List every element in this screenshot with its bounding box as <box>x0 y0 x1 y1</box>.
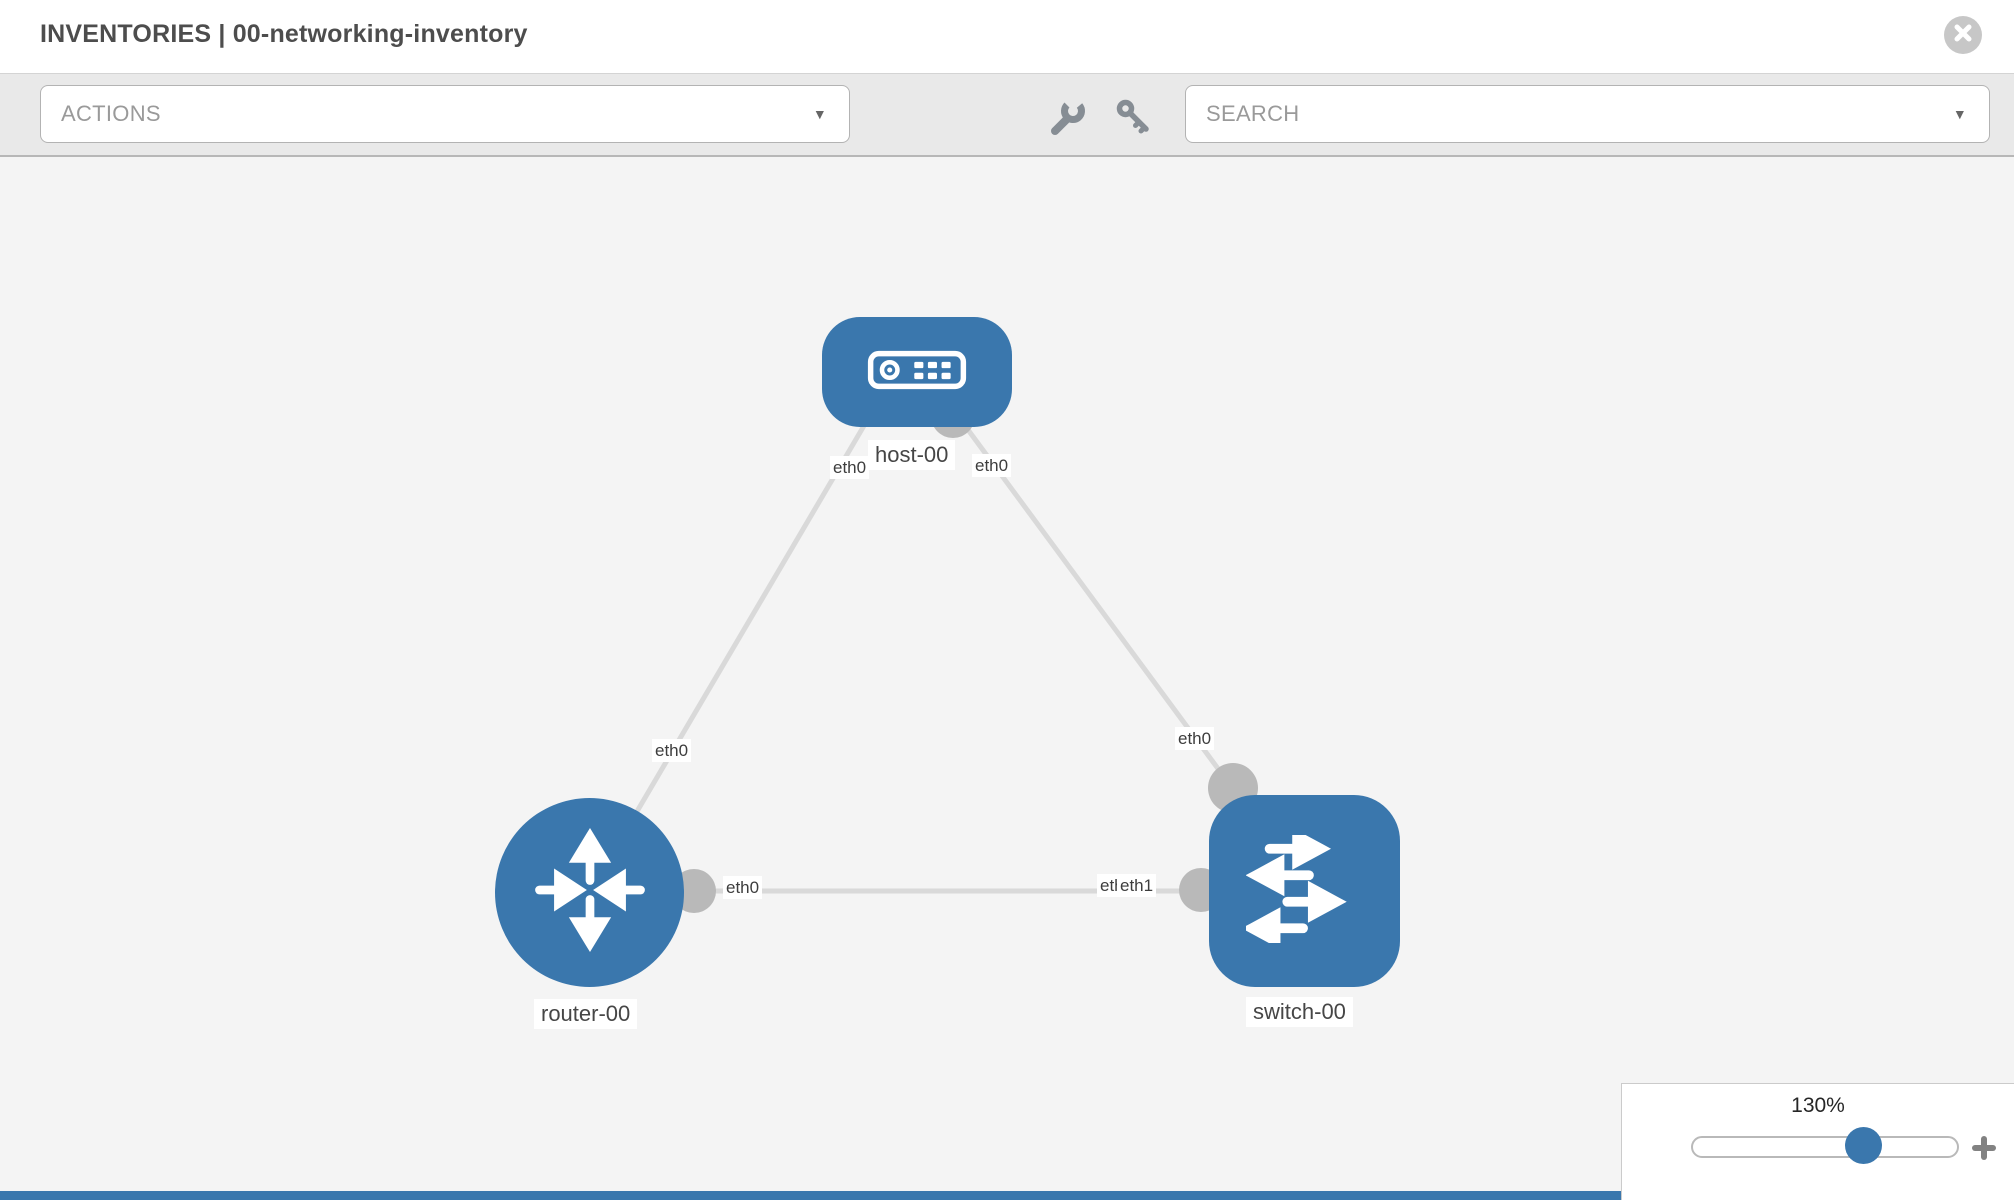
node-label-host: host-00 <box>868 440 956 470</box>
close-icon <box>1953 23 1973 48</box>
node-host[interactable] <box>822 317 1012 427</box>
wrench-icon <box>1047 99 1087 142</box>
interface-label-host-to-switch: eth0 <box>972 454 1012 477</box>
interface-label-host-to-router: eth0 <box>830 456 870 479</box>
interface-label-router-to-host: eth0 <box>652 739 692 762</box>
chevron-down-icon: ▼ <box>1952 106 1967 122</box>
zoom-slider-thumb[interactable] <box>1845 1127 1882 1164</box>
node-switch[interactable] <box>1209 795 1400 987</box>
key-icon <box>1115 99 1151 138</box>
host-icon <box>867 350 967 395</box>
close-button[interactable] <box>1944 16 1982 54</box>
bottom-panel-edge <box>0 1191 1621 1200</box>
node-label-switch: switch-00 <box>1246 997 1353 1027</box>
node-label-router: router-00 <box>534 999 638 1029</box>
zoom-control-panel: 130% <box>1621 1083 2014 1200</box>
key-button[interactable] <box>1115 98 1155 138</box>
search-dropdown[interactable]: SEARCH ▼ <box>1185 85 1990 143</box>
router-icon <box>515 815 665 970</box>
header-bar: INVENTORIES | 00-networking-inventory <box>0 0 2014 73</box>
actions-dropdown[interactable]: ACTIONS ▼ <box>40 85 850 143</box>
toolbar: ACTIONS ▼ SEARCH ▼ <box>0 73 2014 157</box>
interface-label-router-to-switch: eth0 <box>723 876 763 899</box>
page-title: INVENTORIES | 00-networking-inventory <box>40 20 528 48</box>
chevron-down-icon: ▼ <box>812 106 827 122</box>
actions-dropdown-label: ACTIONS <box>61 101 161 126</box>
tools-button[interactable] <box>1047 98 1087 138</box>
zoom-slider-track[interactable] <box>1691 1136 1959 1158</box>
topology-canvas[interactable] <box>0 157 2014 1200</box>
interface-label-switch-to-host: eth0 <box>1175 727 1215 750</box>
node-router[interactable] <box>495 798 684 987</box>
search-dropdown-label: SEARCH <box>1206 101 1300 126</box>
interface-label-switch-to-router: eth1 <box>1117 874 1157 897</box>
switch-icon <box>1241 827 1364 949</box>
zoom-level-value: 130% <box>1791 1094 1845 1117</box>
